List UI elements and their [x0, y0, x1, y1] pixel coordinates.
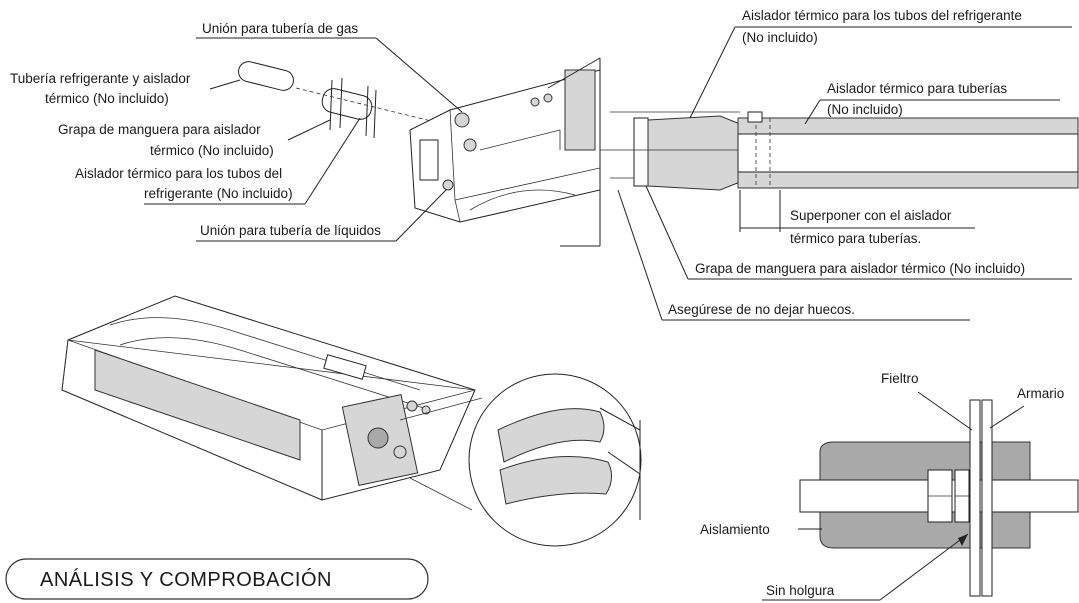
label-fieltro: Fieltro — [881, 371, 919, 386]
label-aislador-refrig-top-1: Aislador térmico para los tubos del refr… — [742, 8, 1022, 23]
label-aislamiento: Aislamiento — [700, 522, 770, 537]
label-aislador-tuberias-2: (No incluido) — [827, 102, 903, 117]
insulation-tube — [238, 61, 294, 91]
label-tuberia-refrigerante-2: térmico (No incluido) — [45, 91, 169, 106]
cabinet-wall — [981, 399, 993, 597]
right-callouts: Aislador térmico para los tubos del refr… — [617, 8, 1072, 321]
label-grapa-manguera-2: térmico (No incluido) — [150, 143, 274, 158]
label-grapa-full: Grapa de manguera para aislador térmico … — [695, 261, 1025, 276]
clamp-assembly — [321, 88, 373, 120]
left-callouts: Unión para tubería de gas Tubería refrig… — [10, 21, 463, 242]
ceiling-unit-illustration — [61, 295, 642, 547]
label-sin-holgura: Sin holgura — [766, 583, 835, 598]
label-grapa-manguera-1: Grapa de manguera para aislador — [58, 122, 261, 137]
label-aislador-tubos-1: Aislador térmico para los tubos del — [75, 166, 282, 181]
label-aislador-tuberias-1: Aislador térmico para tuberías — [827, 81, 1007, 96]
label-asegurese: Asegúrese de no dejar huecos. — [668, 302, 855, 317]
label-superponer-2: térmico para tuberías. — [790, 231, 921, 246]
refrigerant-insulation — [647, 115, 741, 191]
indoor-unit-closeup — [409, 69, 601, 223]
label-aislador-tubos-2: refrigerante (No incluido) — [144, 186, 293, 201]
section-title: ANÁLISIS Y COMPROBACIÓN — [40, 568, 332, 591]
label-tuberia-refrigerante-1: Tubería refrigerante y aislador — [10, 71, 191, 86]
label-superponer-1: Superponer con el aislador — [790, 208, 952, 223]
hose-clamp-ring — [633, 117, 649, 187]
label-aislador-refrig-top-2: (No incluido) — [742, 30, 818, 45]
label-armario: Armario — [1017, 386, 1064, 401]
section-header: ANÁLISIS Y COMPROBACIÓN — [5, 558, 429, 600]
label-union-liquidos: Unión para tubería de líquidos — [200, 223, 381, 238]
pipe-insulation-detail — [600, 111, 1079, 232]
wall-penetration-detail: Fieltro Armario Aislamiento Sin holgura — [700, 371, 1079, 601]
felt-layer — [969, 399, 981, 597]
label-union-gas: Unión para tubería de gas — [202, 21, 358, 36]
section-title-pill — [5, 558, 429, 600]
